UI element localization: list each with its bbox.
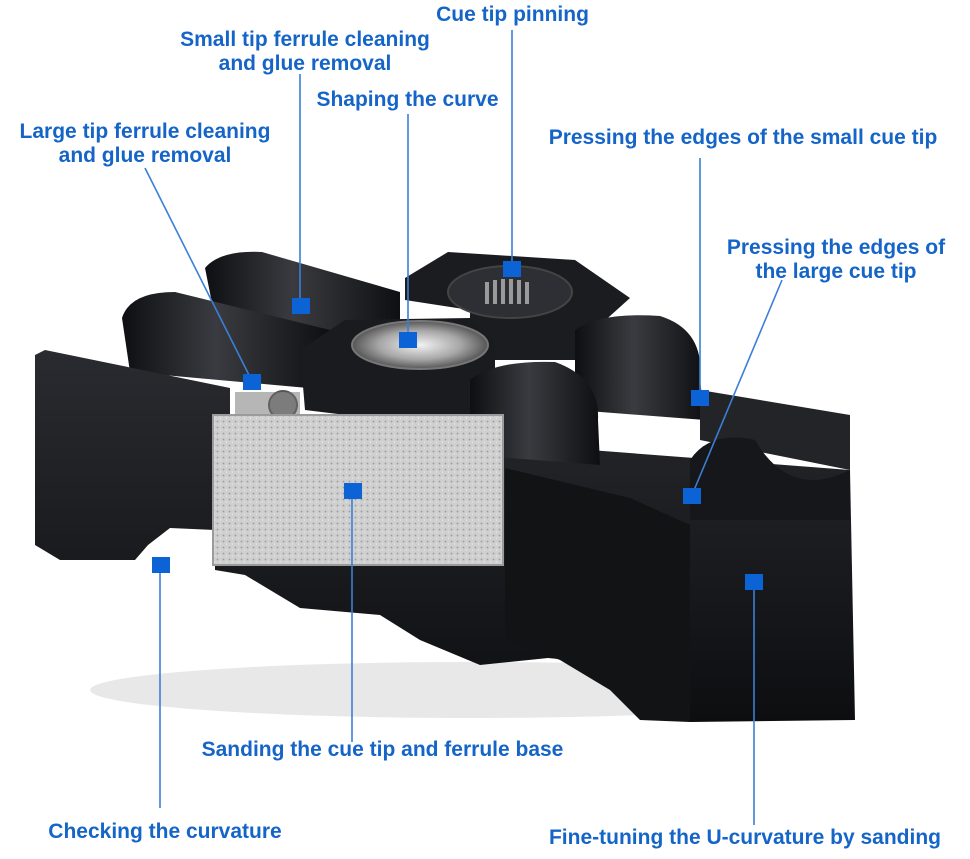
callout-marker-square — [399, 332, 417, 348]
callout-marker-square — [683, 488, 701, 504]
label-fine-tuning: Fine-tuning the U-curvature by sanding — [522, 826, 968, 850]
right-tube-back — [575, 315, 705, 420]
label-checking-curvature: Checking the curvature — [25, 820, 305, 844]
shaping-cup — [351, 320, 489, 370]
callout-marker-square — [344, 483, 362, 499]
leader-large-ferrule — [144, 167, 254, 384]
label-large-ferrule: Large tip ferrule cleaning and glue remo… — [0, 120, 290, 168]
label-text: Pressing the edges of — [726, 236, 946, 259]
label-text: Large tip ferrule cleaning — [19, 120, 271, 143]
label-text: and glue removal — [218, 52, 392, 75]
label-shaping-curve: Shaping the curve — [300, 88, 515, 112]
label-press-small-tip: Pressing the edges of the small cue tip — [518, 126, 968, 150]
callout-marker-square — [152, 557, 170, 573]
label-text: the large cue tip — [755, 260, 917, 283]
leader-press-large — [691, 279, 783, 496]
label-text: Small tip ferrule cleaning — [180, 28, 430, 51]
label-text: Checking the curvature — [48, 820, 282, 843]
right-channel — [700, 390, 850, 470]
front-right-face — [505, 468, 690, 722]
callout-marker-square — [503, 261, 521, 277]
callout-marker-square — [292, 298, 310, 314]
label-sanding-base: Sanding the cue tip and ferrule base — [170, 738, 595, 762]
callout-marker-square — [243, 374, 261, 390]
label-cue-tip-pinning: Cue tip pinning — [400, 3, 625, 27]
callout-marker-square — [745, 574, 763, 590]
right-u-groove — [690, 437, 850, 520]
label-text: Sanding the cue tip and ferrule base — [201, 738, 564, 761]
label-text: Pressing the edges of the small cue tip — [548, 126, 938, 149]
label-text: and glue removal — [58, 144, 232, 167]
callout-marker-square — [691, 390, 709, 406]
pin-needles — [485, 279, 529, 304]
label-text: Cue tip pinning — [436, 3, 589, 26]
label-small-ferrule: Small tip ferrule cleaning and glue remo… — [150, 28, 460, 76]
label-text: Fine-tuning the U-curvature by sanding — [548, 826, 942, 849]
mid-tube-left — [122, 292, 330, 390]
label-press-large-tip: Pressing the edges of the large cue tip — [705, 236, 967, 284]
label-text: Shaping the curve — [316, 88, 499, 111]
